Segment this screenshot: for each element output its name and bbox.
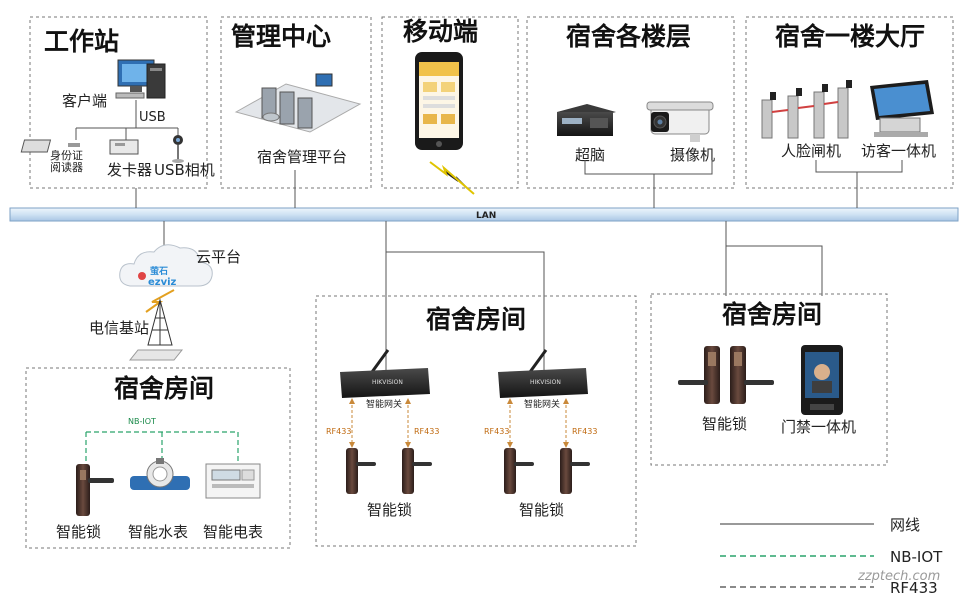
smart-lock-icon	[678, 346, 720, 404]
client-label: 客户端	[62, 92, 107, 110]
cloud-platform-label: 云平台	[196, 248, 241, 266]
legend-net: 网线	[890, 516, 920, 534]
id-card-reader-icon	[20, 139, 80, 153]
nbiot-label: NB-IOT	[128, 417, 156, 426]
lan-label: LAN	[476, 211, 496, 221]
room-gw-lock-label: 智能锁	[519, 501, 564, 519]
room-nb-lock-label: 智能锁	[56, 523, 101, 541]
lobby-title: 宿舍一楼大厅	[775, 22, 925, 51]
door-terminal-label: 门禁一体机	[781, 418, 856, 436]
workstation-title: 工作站	[44, 27, 119, 56]
panel-room-gateway: 宿舍房间 HIKVISION 智能网关 RF433 RF433	[315, 295, 637, 547]
room-gw-lock-label: 智能锁	[367, 501, 412, 519]
smart-lock-icon	[402, 448, 432, 494]
lan-bus: LAN	[9, 207, 959, 222]
panel-lobby: 宿舍一楼大厅 人脸闸机 访客一体机	[745, 16, 954, 189]
smartphone-icon	[415, 52, 463, 150]
management-title: 管理中心	[231, 22, 331, 51]
water-meter-label: 智能水表	[128, 523, 188, 541]
smart-lock-icon	[560, 448, 590, 494]
gateway-brand: HIKVISION	[372, 379, 403, 386]
gateway-label: 智能网关	[366, 398, 402, 410]
room-door-title: 宿舍房间	[722, 300, 822, 329]
cloud-platform-icon: 萤石 ezviz	[119, 244, 213, 288]
door-terminal-icon	[801, 345, 843, 415]
panel-workstation: 工作站 客户端 USB 身份证阅读器 发卡器	[20, 16, 215, 189]
rf-label: RF433	[572, 427, 597, 436]
electric-meter-icon	[205, 463, 261, 499]
face-gate-label: 人脸闸机	[781, 142, 841, 160]
svg-text:ezviz: ezviz	[148, 277, 177, 288]
gateway-brand: HIKVISION	[530, 379, 561, 386]
smart-lock-icon	[346, 448, 376, 494]
legend: 网线 NB-IOT RF433	[720, 516, 943, 597]
room-nb-title: 宿舍房间	[114, 374, 214, 403]
cloud-lightning-icon	[145, 289, 175, 313]
desktop-computer-icon	[115, 59, 166, 99]
usb-label: USB	[139, 110, 166, 125]
panel-mobile: 移动端	[381, 16, 519, 195]
server-platform-icon	[234, 73, 362, 133]
svg-text:萤石: 萤石	[150, 265, 168, 277]
card-issuer-icon	[109, 139, 139, 155]
base-station-label: 电信基站	[89, 319, 149, 337]
panel-management: 管理中心 宿舍管理平台	[220, 16, 372, 189]
rf-label: RF433	[484, 427, 509, 436]
floors-title: 宿舍各楼层	[566, 22, 691, 51]
base-station-icon	[128, 298, 184, 361]
panel-room-nbiot: 宿舍房间 NB-IOT 智能锁 智能水表 智能电表	[25, 367, 291, 549]
electric-meter-label: 智能电表	[203, 523, 263, 541]
watermark: zzptech.com	[857, 569, 940, 584]
rf-label: RF433	[414, 427, 439, 436]
room-gw-title: 宿舍房间	[426, 305, 526, 334]
rf-label: RF433	[326, 427, 351, 436]
camera-label: 摄像机	[670, 146, 715, 164]
water-meter-icon	[130, 458, 190, 490]
gateway-2: HIKVISION 智能网关 RF433 RF433 智能锁	[484, 349, 597, 519]
visitor-kiosk-icon	[870, 80, 934, 137]
panel-floors: 宿舍各楼层 超脑 摄像机	[526, 16, 735, 189]
smart-lock-icon	[504, 448, 534, 494]
gateway-label: 智能网关	[524, 398, 560, 410]
legend-nbiot: NB-IOT	[890, 548, 943, 566]
room-door-lock-label: 智能锁	[702, 415, 747, 433]
usb-camera-icon	[172, 135, 184, 163]
face-gate-icon	[761, 80, 852, 139]
panel-room-door: 宿舍房间 智能锁 门禁一体机	[650, 293, 888, 466]
platform-label: 宿舍管理平台	[257, 148, 347, 166]
gateway-icon: HIKVISION	[498, 349, 588, 398]
visitor-label: 访客一体机	[861, 142, 936, 160]
smart-lock-icon	[76, 464, 114, 516]
mobile-title: 移动端	[403, 17, 478, 46]
gateway-1: HIKVISION 智能网关 RF433 RF433 智能锁	[326, 349, 439, 519]
smart-lock-icon	[730, 346, 774, 404]
nvr-label: 超脑	[575, 146, 605, 164]
id-reader-label: 身份证阅读器	[50, 150, 83, 174]
gateway-icon: HIKVISION	[340, 349, 430, 398]
camera-icon	[646, 101, 714, 142]
legend-rf433: RF433	[890, 579, 938, 597]
usb-camera-label: USB相机	[154, 161, 215, 179]
card-issuer-label: 发卡器	[107, 161, 152, 179]
nvr-icon	[557, 104, 616, 136]
